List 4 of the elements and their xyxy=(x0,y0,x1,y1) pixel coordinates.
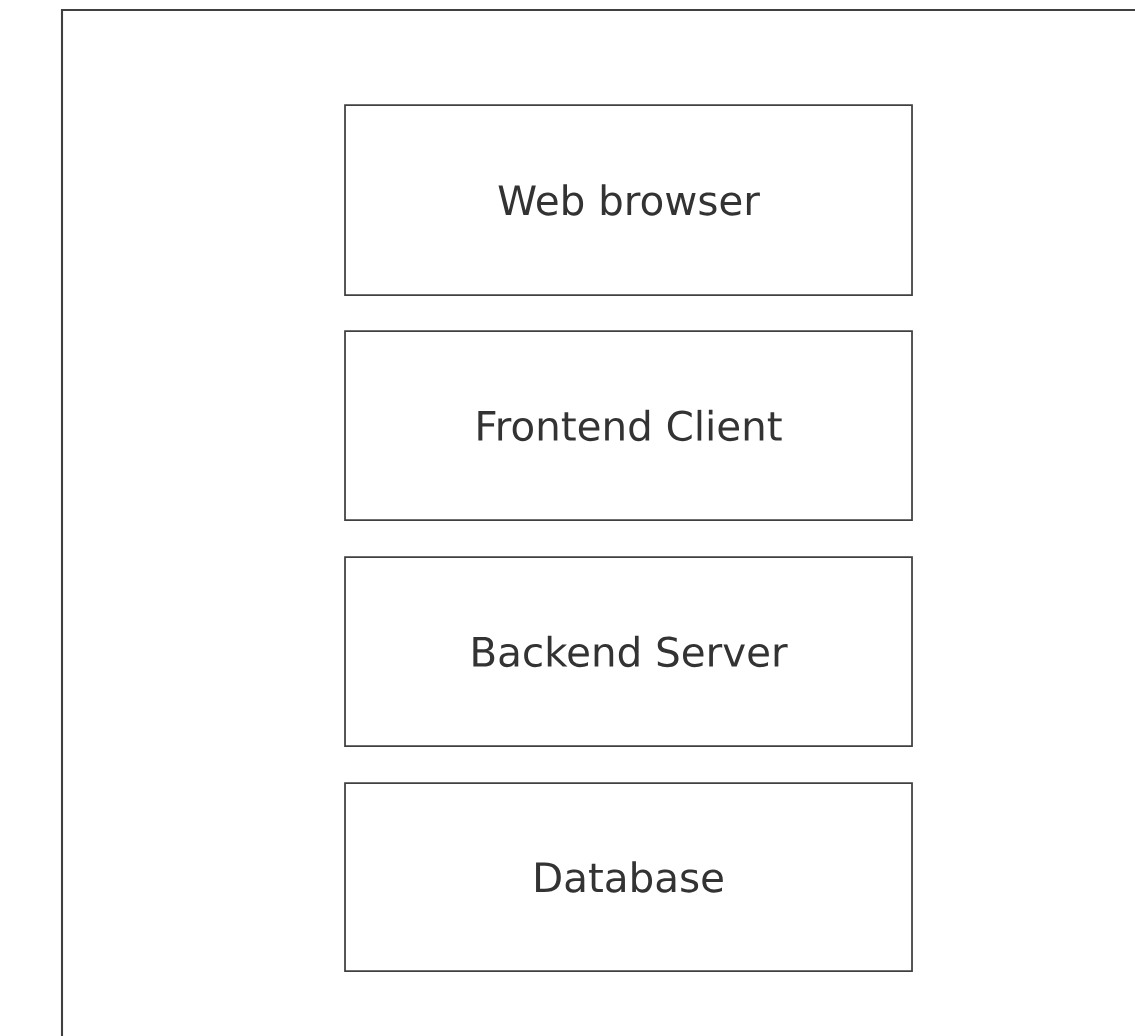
process-box: Web browser xyxy=(344,104,913,296)
process-box: Backend Server xyxy=(344,556,913,747)
process-box: Frontend Client xyxy=(344,330,913,521)
process-box: Database xyxy=(344,782,913,972)
